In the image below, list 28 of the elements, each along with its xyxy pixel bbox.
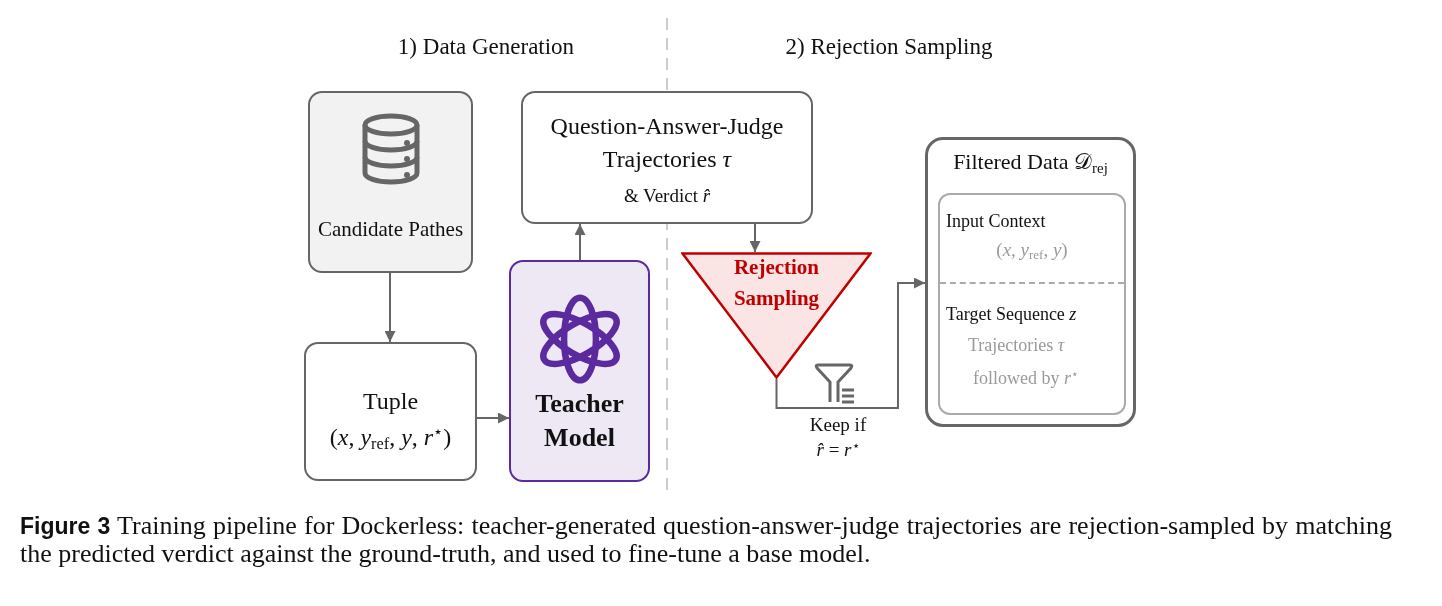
arrow — [775, 277, 926, 409]
teacher-model-box — [509, 260, 650, 482]
section-heading: 1) Data Generation — [397, 33, 575, 61]
filtered-data-panel — [925, 137, 1136, 427]
math-expression: (x, y$_{ref}$, y) — [996, 238, 1068, 262]
tuple-box — [304, 342, 477, 481]
arrow — [476, 412, 510, 424]
box-title: Teacher Model — [534, 388, 625, 454]
item-text: followed by r$^{⋆}$ — [973, 366, 1079, 390]
arrow — [574, 223, 586, 261]
funnel-label: Rejection Sampling — [732, 254, 821, 312]
section-label: Target Sequence z — [946, 303, 1077, 326]
data-source-box — [308, 91, 473, 273]
sequence-card — [938, 193, 1126, 415]
arrow — [749, 223, 761, 253]
figure-caption: Figure 3 Training pipeline for Dockerless: teacher-generated question-answer-judge trajectories are rejection-sampled by matching the predicted verdict against the ground-truth, and used to fine-tune a base model. — [20, 512, 1392, 567]
rejection-funnel — [681, 252, 872, 379]
box-subtitle: & Verdict r̂ — [623, 184, 711, 208]
panel-title: Filtered Data 𝒟$_{rej}$ — [953, 148, 1108, 176]
box-label: Candidate Pathes — [317, 216, 464, 242]
box-title: Question-Answer-Judge Trajectories τ — [549, 112, 785, 174]
math-expression: (x, y$_{ref}$, y, r$^{⋆}$) — [329, 421, 452, 453]
box-title: Tuple — [362, 387, 419, 416]
section-heading: 2) Rejection Sampling — [785, 33, 993, 61]
trajectory-box — [521, 91, 813, 224]
item-text: Trajectories τ — [968, 334, 1065, 357]
section-label: Input Context — [946, 210, 1046, 233]
arrow — [384, 272, 396, 343]
